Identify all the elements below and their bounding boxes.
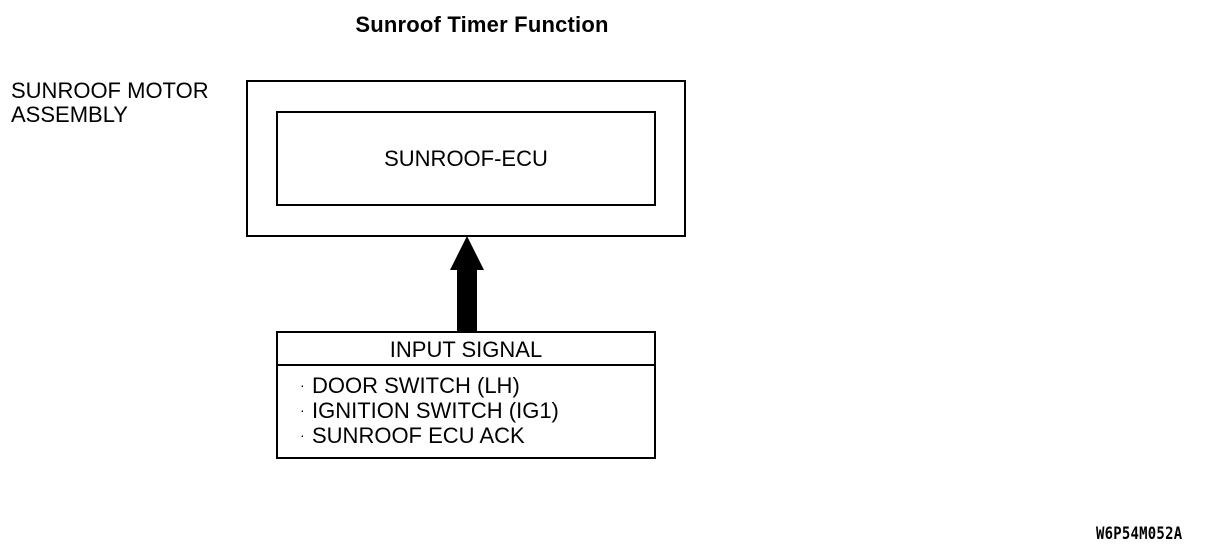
input-signal-item-label: DOOR SWITCH (LH) [312, 373, 520, 398]
sunroof-ecu-box: SUNROOF-ECU [276, 111, 656, 206]
input-signal-item-label: SUNROOF ECU ACK [312, 423, 525, 448]
diagram-title: Sunroof Timer Function [355, 12, 609, 37]
input-signal-box: INPUT SIGNAL · DOOR SWITCH (LH) · IGNITI… [276, 331, 656, 459]
bullet-icon: · [300, 427, 305, 443]
input-signal-item-label: IGNITION SWITCH (IG1) [312, 398, 559, 423]
input-signal-header: INPUT SIGNAL [278, 333, 654, 366]
motor-assembly-box [246, 80, 686, 237]
input-signal-item: · SUNROOF ECU ACK [300, 423, 654, 448]
motor-assembly-label-line-2: ASSEMBLY [11, 102, 128, 127]
input-signal-item: · DOOR SWITCH (LH) [300, 373, 654, 398]
input-signal-item: · IGNITION SWITCH (IG1) [300, 398, 654, 423]
bullet-icon: · [300, 377, 305, 393]
sunroof-ecu-label: SUNROOF-ECU [384, 145, 548, 171]
motor-assembly-label-line-1: SUNROOF MOTOR [11, 78, 209, 103]
motor-assembly-label: SUNROOF MOTOR ASSEMBLY [11, 79, 209, 127]
figure-code: W6P54M052A [1095, 524, 1182, 544]
signal-arrow-icon [450, 236, 484, 332]
bullet-icon: · [300, 402, 305, 418]
input-signal-list: · DOOR SWITCH (LH) · IGNITION SWITCH (IG… [278, 366, 654, 448]
